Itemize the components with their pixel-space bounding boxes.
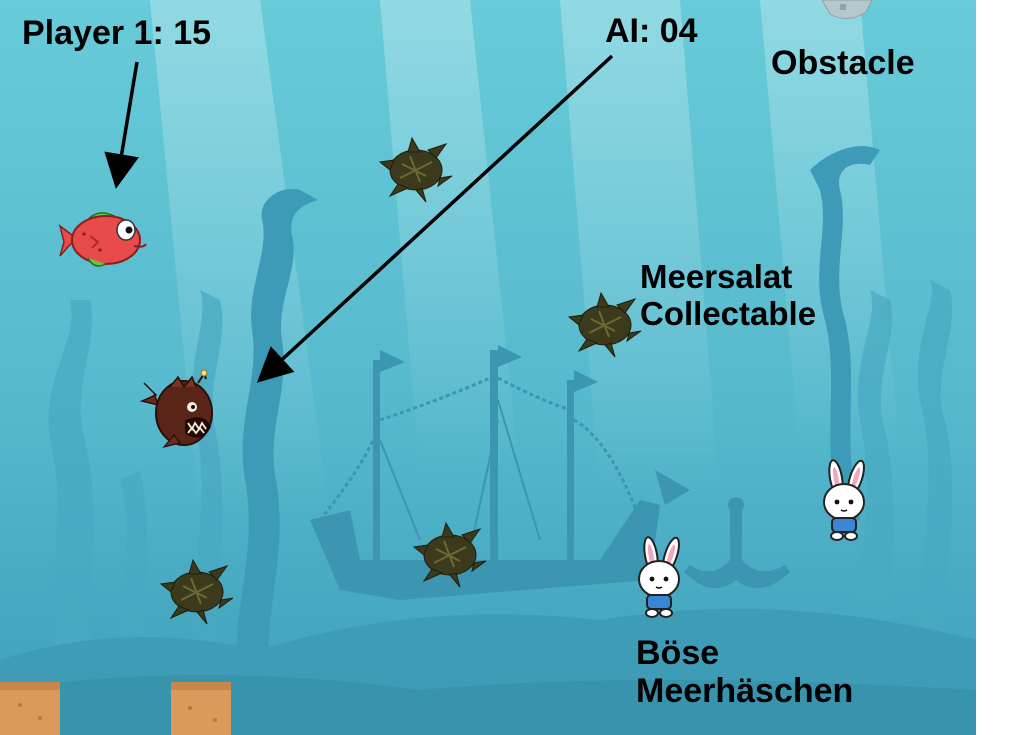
collectable-label: Meersalat Collectable	[640, 258, 817, 333]
sand-pillar-mid	[171, 682, 231, 735]
obstacle-label: Obstacle	[771, 44, 915, 82]
enemy-label-line2: Meerhäschen	[636, 672, 854, 711]
kelp-silhouettes	[236, 146, 880, 700]
seaweed-collectable	[159, 558, 234, 625]
enemy-label: Böse Meerhäschen	[636, 634, 853, 710]
obstacle-top	[821, 0, 873, 19]
evil-sea-bunny	[823, 459, 865, 541]
seaweed-collectable	[567, 291, 642, 358]
seaweed-collectables	[159, 136, 642, 625]
enemy-label-line1: Böse	[636, 634, 720, 672]
collectable-label-line2: Collectable	[640, 294, 817, 332]
player-fish	[58, 212, 147, 267]
seaweed-collectable	[412, 521, 487, 588]
evil-sea-bunny	[638, 536, 680, 618]
sea-floor	[0, 608, 976, 735]
arrow-to-player	[104, 61, 139, 189]
collectable-label-line1: Meersalat	[640, 258, 793, 295]
sand-pillar-left	[0, 682, 60, 735]
ai-anglerfish	[139, 369, 213, 449]
ai-score: AI: 04	[605, 12, 698, 50]
sand-pillars	[0, 682, 231, 735]
ship-silhouette	[310, 345, 790, 600]
player-score: Player 1: 15	[22, 14, 212, 52]
arrow-to-ai	[256, 54, 614, 383]
seaweed-collectable	[378, 136, 453, 203]
